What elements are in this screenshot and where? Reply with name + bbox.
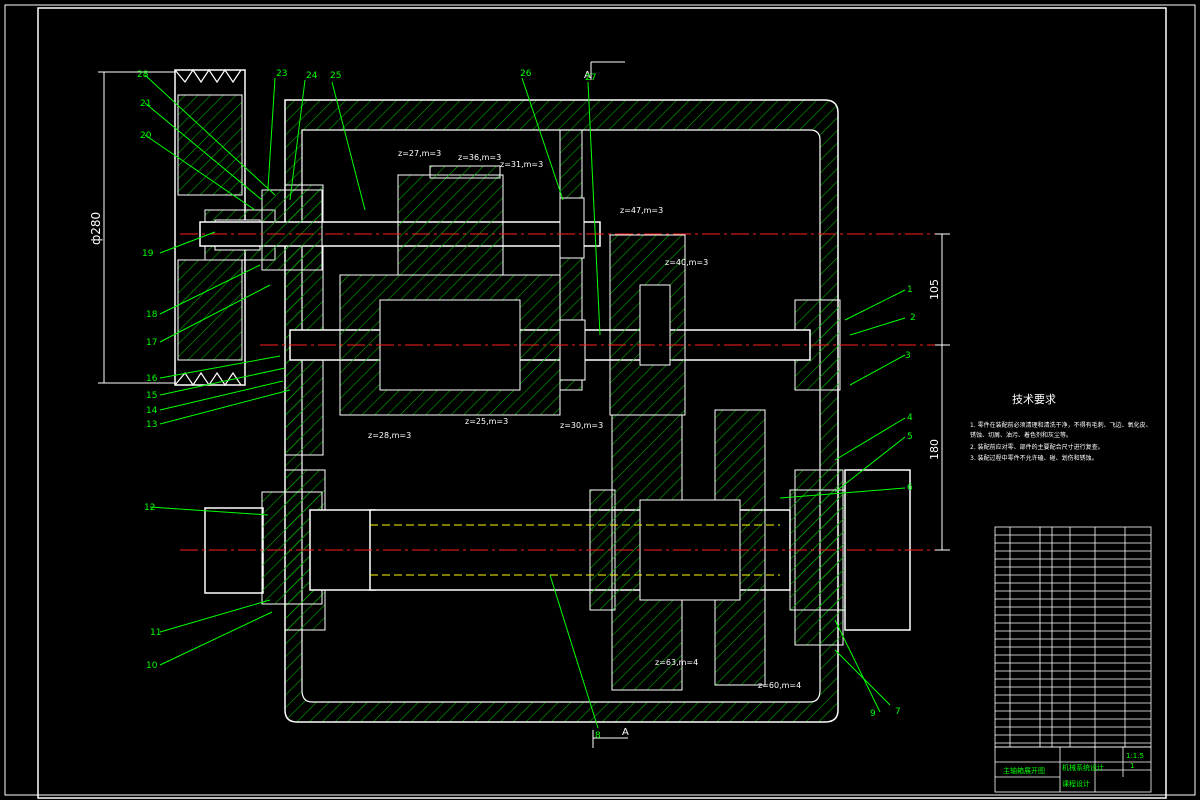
design-line: 课程设计: [1062, 779, 1090, 788]
part-label-17: 17: [146, 338, 157, 348]
part-label-19: 19: [142, 249, 154, 259]
gear-note-9: z=63,m=4: [655, 658, 698, 667]
gear-note-1: z=27,m=3: [398, 149, 441, 158]
dim-pulley-diameter: ф280: [89, 212, 103, 245]
part-label-23: 23: [276, 69, 287, 79]
gear-note-2: z=36,m=3: [458, 153, 501, 162]
gear-note-5: z=40,m=3: [665, 258, 708, 267]
part-label-27: 27: [585, 73, 596, 83]
dimensions: ф280 105 180: [89, 71, 950, 551]
part-label-16: 16: [146, 374, 158, 384]
inner-border: [37, 7, 1167, 799]
school-line: 机械系统设计: [1062, 763, 1104, 772]
part-label-13: 13: [146, 420, 157, 430]
part-label-7: 7: [895, 707, 901, 717]
leader-lines: [144, 74, 906, 729]
part-label-8: 8: [595, 731, 601, 741]
gear-note-3: z=31,m=3: [500, 160, 543, 169]
gear-note-8: z=30,m=3: [560, 421, 603, 430]
part-label-14: 14: [146, 406, 158, 416]
part-label-4: 4: [907, 413, 913, 423]
part-label-15: 15: [146, 391, 157, 401]
part-label-11: 11: [150, 628, 161, 638]
tech-req-line-1b: 锈蚀、切屑、油污、着色剂和灰尘等。: [970, 431, 1072, 439]
gear-note-6: z=28,m=3: [368, 431, 411, 440]
centerlines: [180, 233, 950, 551]
part-label-26: 26: [520, 69, 532, 79]
tech-req-title: 技术要求: [1012, 393, 1056, 406]
tech-req-line-3: 3. 装配过程中零件不允许磕、碰、划伤和锈蚀。: [970, 454, 1098, 462]
gear-note-4: z=47,m=3: [620, 206, 663, 215]
title-block: [994, 746, 1152, 793]
main-spindle: [204, 409, 911, 691]
section-mark-top: A: [584, 70, 591, 81]
part-label-1: 1: [907, 285, 913, 295]
part-label-6: 6: [907, 483, 913, 493]
outer-border: [4, 4, 1196, 796]
section-marks: A A: [584, 61, 629, 748]
section-mark-bottom: A: [622, 727, 629, 738]
part-labels: 28 21 20 19 18 17 16 15 14 13 12 11 10 2…: [137, 69, 916, 741]
title-block-text: 主轴箱展开图 机械系统设计 课程设计 1:1.5 1: [1003, 752, 1144, 788]
part-label-24: 24: [306, 71, 318, 81]
part-label-18: 18: [146, 310, 158, 320]
sheet-number: 1: [1130, 762, 1134, 770]
part-label-28: 28: [137, 70, 149, 80]
part-label-2: 2: [910, 313, 916, 323]
gear-note-10: z=60,m=4: [758, 681, 801, 690]
parts-list: [994, 526, 1152, 748]
gear-notes: z=27,m=3 z=36,m=3 z=31,m=3 z=47,m=3 z=40…: [368, 149, 801, 690]
part-label-9: 9: [870, 709, 876, 719]
drawing-scale: 1:1.5: [1126, 752, 1144, 760]
part-label-25: 25: [330, 71, 341, 81]
input-shaft: [199, 165, 601, 276]
tech-req-line-1: 1. 零件在装配前必须清理和清洗干净，不得有毛刺、飞边、氧化皮、: [970, 421, 1152, 429]
part-label-20: 20: [140, 131, 152, 141]
part-label-21: 21: [140, 99, 151, 109]
tech-req-line-2: 2. 装配前应对零、部件的主要配合尺寸进行复查。: [970, 443, 1104, 451]
dim-upper-center-distance: 105: [928, 279, 941, 300]
tech-requirements: 技术要求 1. 零件在装配前必须清理和清洗干净，不得有毛刺、飞边、氧化皮、 锈蚀…: [970, 393, 1152, 462]
part-label-10: 10: [146, 661, 158, 671]
drawing-name: 主轴箱展开图: [1003, 766, 1045, 775]
part-label-5: 5: [907, 432, 913, 442]
dim-lower-center-distance: 180: [928, 439, 941, 460]
part-label-12: 12: [144, 503, 155, 513]
gear-note-7: z=25,m=3: [465, 417, 508, 426]
part-label-3: 3: [905, 351, 911, 361]
